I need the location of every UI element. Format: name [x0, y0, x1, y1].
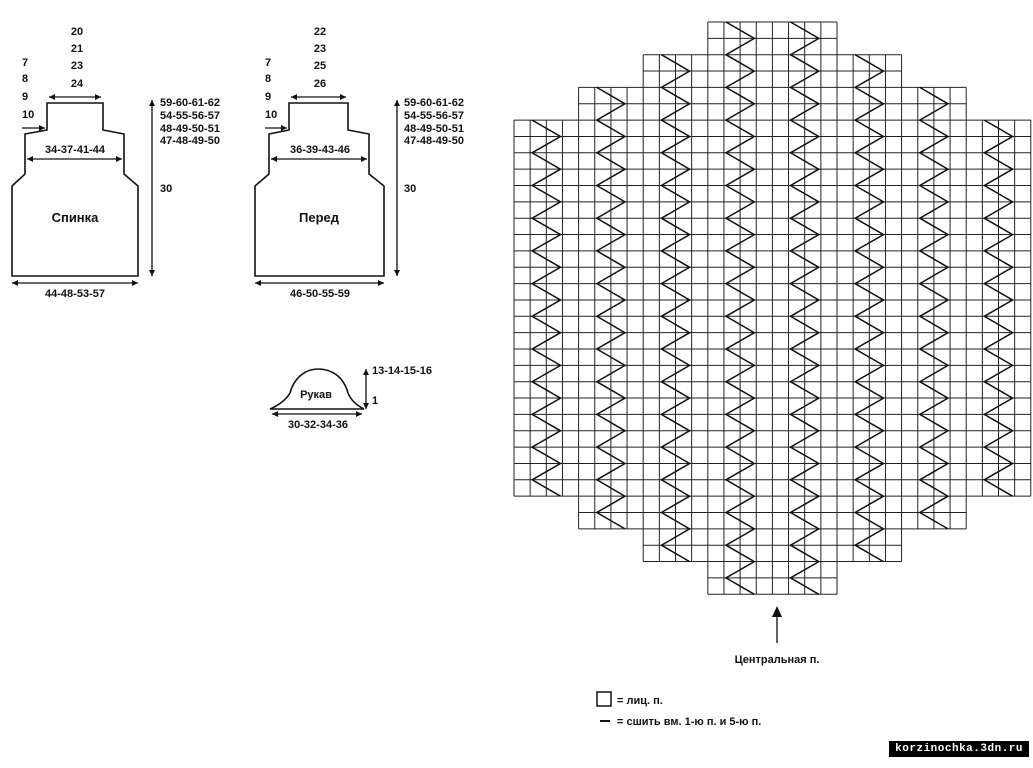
back-neck-row-1: 20 [71, 26, 83, 38]
front-shoulder-row-1: 7 [265, 57, 271, 69]
legend-knit-text: = лиц. п. [617, 695, 663, 707]
center-stitch-marker: Центральная п. [735, 606, 820, 666]
back-bottom-width: 44-48-53-57 [45, 288, 105, 300]
chart-zigzag-stripe [853, 54, 886, 563]
chart-zigzag-stripe [982, 119, 1015, 497]
sleeve-piece-group: Рукав 13-14-15-16 1 30-32-34-36 [269, 365, 432, 431]
chart-grid [513, 21, 1032, 595]
back-shoulder-row-3: 9 [22, 91, 28, 103]
back-shoulder-row-2: 8 [22, 73, 28, 85]
back-height-2: 54-55-56-57 [160, 110, 220, 122]
sleeve-name: Рукав [300, 389, 332, 401]
chart-zigzags [530, 21, 1015, 595]
front-neck-dim-arrows [291, 94, 346, 100]
front-neck-row-1: 22 [314, 26, 326, 38]
chart-zigzag-stripe [595, 86, 627, 530]
stitch-chart [513, 21, 1032, 595]
front-shoulder-row-3: 9 [265, 91, 271, 103]
back-side-height: 30 [160, 183, 172, 195]
back-shoulder-row-1: 7 [22, 57, 28, 69]
back-armhole-width: 34-37-41-44 [45, 144, 106, 156]
chart-zigzag-stripe [659, 54, 692, 563]
front-height-4: 47-48-49-50 [404, 135, 464, 147]
front-height-3: 48-49-50-51 [404, 123, 464, 135]
sleeve-width: 30-32-34-36 [288, 419, 348, 431]
back-height-3: 48-49-50-51 [160, 123, 220, 135]
back-height-4: 47-48-49-50 [160, 135, 220, 147]
sleeve-edge: 1 [372, 395, 378, 407]
legend: = лиц. п. = сшить вм. 1-ю п. и 5-ю п. [596, 691, 761, 728]
center-label: Центральная п. [735, 654, 820, 666]
chart-zigzag-stripe [724, 21, 756, 595]
back-neck-row-4: 24 [71, 78, 84, 90]
front-neck-row-4: 26 [314, 78, 326, 90]
front-outline [254, 102, 385, 277]
front-name: Перед [299, 210, 340, 225]
back-height-1: 59-60-61-62 [160, 97, 220, 109]
watermark-badge: korzinochka.3dn.ru [889, 741, 1029, 757]
chart-zigzag-stripe [530, 119, 563, 497]
legend-knit-symbol [596, 691, 612, 707]
legend-sew-text: = сшить вм. 1-ю п. и 5-ю п. [617, 716, 761, 728]
front-height-1: 59-60-61-62 [404, 97, 464, 109]
front-shoulder-row-2: 8 [265, 73, 271, 85]
back-shoulder-row-4: 10 [22, 109, 34, 121]
chart-zigzag-stripe [918, 86, 950, 530]
front-side-height: 30 [404, 183, 416, 195]
front-shoulder-arrowhead [281, 125, 287, 131]
back-name: Спинка [52, 210, 100, 225]
back-neck-row-3: 23 [71, 60, 83, 72]
front-neck-row-2: 23 [314, 43, 326, 55]
sleeve-height: 13-14-15-16 [372, 365, 432, 377]
center-arrow-head [772, 606, 782, 617]
front-neck-row-3: 25 [314, 60, 326, 72]
back-neck-dim-arrows [49, 94, 101, 100]
back-outline [11, 102, 139, 277]
back-shoulder-arrowhead [39, 125, 45, 131]
back-neck-row-2: 21 [71, 43, 83, 55]
front-armhole-width: 36-39-43-46 [290, 144, 350, 156]
front-bottom-width: 46-50-55-59 [290, 288, 350, 300]
front-height-2: 54-55-56-57 [404, 110, 464, 122]
chart-zigzag-stripe [789, 21, 821, 595]
front-piece-group: Перед 22 23 25 26 7 8 9 10 36-39-43-46 5… [254, 26, 464, 300]
sleeve-outline [269, 368, 365, 410]
back-piece-group: Спинка 20 21 23 24 7 8 9 10 34-37-41-44 … [11, 26, 220, 300]
front-shoulder-row-4: 10 [265, 109, 277, 121]
